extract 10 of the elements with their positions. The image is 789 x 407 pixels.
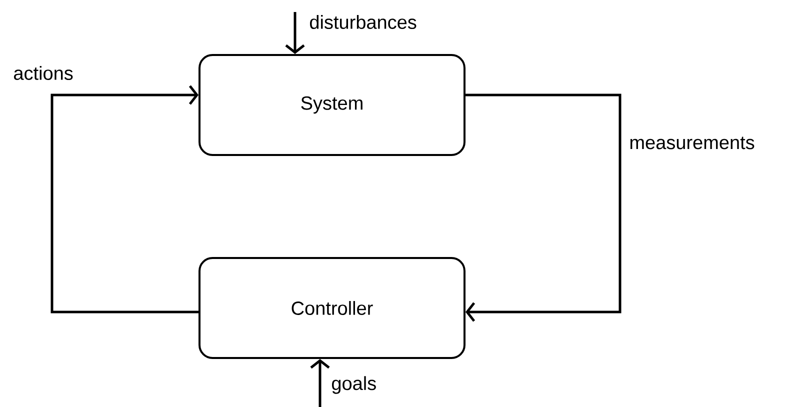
edge-label: disturbances — [308, 14, 418, 30]
process-box: Controller — [198, 257, 466, 359]
edge-label: goals — [330, 375, 378, 395]
edge-label: measurements — [628, 136, 756, 150]
arrow — [466, 94, 622, 322]
arrow — [310, 359, 330, 407]
arrow — [285, 12, 305, 54]
arrow — [50, 85, 198, 314]
process-box: System — [198, 54, 466, 156]
edge-label: actions — [12, 65, 74, 81]
